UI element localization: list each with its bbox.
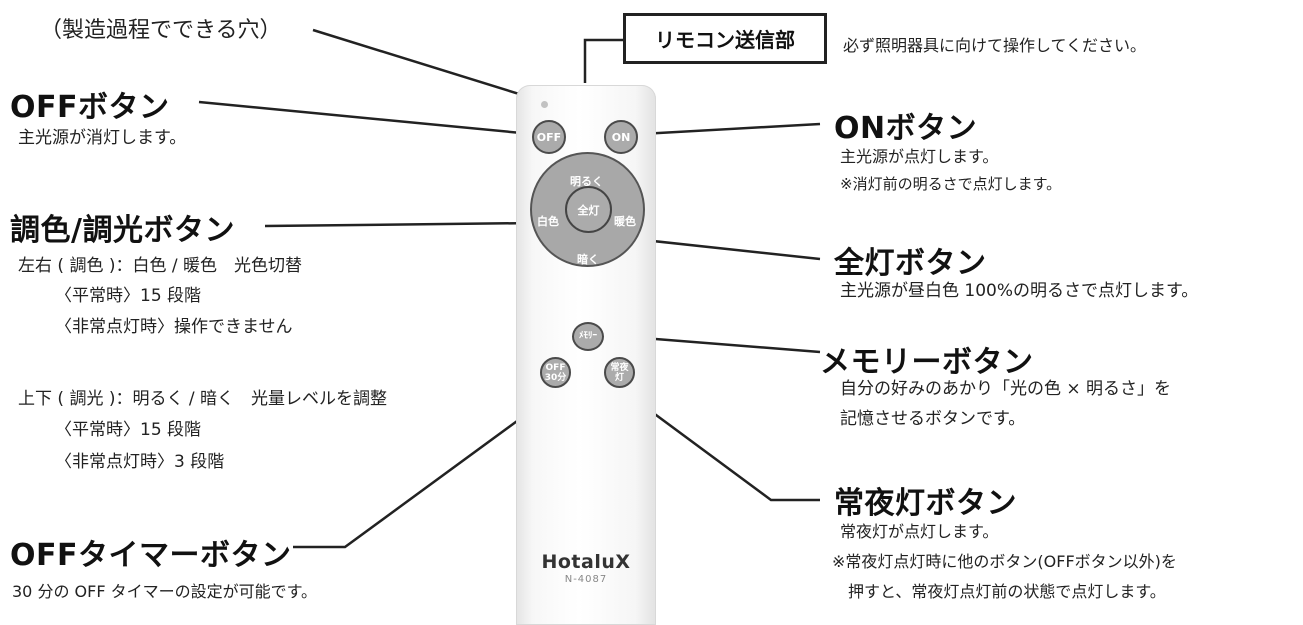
leader-hole	[312, 28, 533, 100]
timer-button-title: OFFタイマーボタン	[10, 538, 292, 573]
remote-timer-label-2: 30分	[544, 372, 567, 383]
memory-button-desc-2: 記憶させるボタンです。	[840, 409, 1026, 429]
night-button-desc-2: ※常夜灯点灯時に他のボタン(OFFボタン以外)を	[832, 552, 1177, 571]
remote-down-label: 暗く	[577, 253, 599, 266]
color-button-title: 調色/調光ボタン	[10, 213, 235, 248]
on-button-note: ※消灯前の明るさで点灯します。	[840, 175, 1062, 193]
memory-button-title: メモリーボタン	[820, 345, 1034, 380]
remote-left-label: 白色	[537, 215, 559, 228]
remote-on-label: ON	[611, 130, 631, 144]
remote-full-label: 全灯	[577, 203, 600, 217]
color-line-1: 左右 ( 調色 )：白色 / 暖色 光色切替	[18, 256, 303, 276]
remote-brand: HotaluX	[541, 551, 631, 573]
on-button-title: ONボタン	[834, 111, 978, 146]
remote-night-label-2: 灯	[614, 372, 624, 383]
off-button-desc: 主光源が消灯します。	[18, 128, 187, 148]
remote-off-label: OFF	[536, 130, 562, 144]
remote-full-button[interactable]: 全灯	[565, 186, 612, 233]
manufacturing-hole	[541, 101, 548, 108]
memory-button-desc-1: 自分の好みのあかり「光の色 × 明るさ」を	[840, 379, 1172, 399]
remote-night-button[interactable]: 常夜 灯	[604, 357, 635, 388]
remote-on-button[interactable]: ON	[604, 120, 638, 154]
leader-timer	[293, 392, 555, 549]
color-line-2: 〈平常時〉15 段階	[55, 286, 202, 306]
off-button-title: OFFボタン	[10, 90, 170, 125]
leader-on	[640, 122, 821, 136]
color-line-4: 上下 ( 調光 )：明るく / 暗く 光量レベルを調整	[18, 389, 388, 409]
leader-night	[632, 396, 820, 502]
color-line-3: 〈非常点灯時〉操作できません	[55, 317, 293, 337]
color-line-6: 〈非常点灯時〉3 段階	[55, 452, 225, 472]
remote-night-label-1: 常夜	[610, 362, 629, 373]
leader-sender	[583, 38, 623, 83]
remote-off-button[interactable]: OFF	[532, 120, 566, 154]
night-button-title: 常夜灯ボタン	[834, 486, 1017, 521]
sender-label-box: リモコン送信部	[623, 13, 827, 64]
night-button-desc-1: 常夜灯が点灯します。	[840, 522, 999, 541]
night-button-desc-3: 押すと、常夜灯点灯前の状態で点灯します。	[848, 582, 1166, 601]
color-line-5: 〈平常時〉15 段階	[55, 420, 202, 440]
leader-off	[198, 100, 533, 136]
sender-desc: 必ず照明器具に向けて操作してください。	[843, 36, 1147, 55]
remote-right-label: 暖色	[614, 215, 636, 228]
leader-color	[264, 221, 538, 228]
hole-note: （製造過程でできる穴）	[40, 18, 282, 43]
remote-up-label: 明るく	[570, 175, 603, 188]
remote-model: N-4087	[564, 574, 608, 585]
remote-timer-label-1: OFF	[545, 362, 566, 373]
full-button-title: 全灯ボタン	[834, 246, 987, 281]
remote-memory-button[interactable]: ﾒﾓﾘｰ	[572, 322, 604, 351]
remote-timer-button[interactable]: OFF 30分	[540, 357, 571, 388]
sender-label: リモコン送信部	[655, 28, 795, 52]
timer-button-desc: 30 分の OFF タイマーの設定が可能です。	[12, 582, 318, 601]
on-button-desc: 主光源が点灯します。	[840, 147, 999, 166]
full-button-desc: 主光源が昼白色 100%の明るさで点灯します。	[840, 281, 1199, 301]
remote-memory-label: ﾒﾓﾘｰ	[578, 331, 597, 341]
